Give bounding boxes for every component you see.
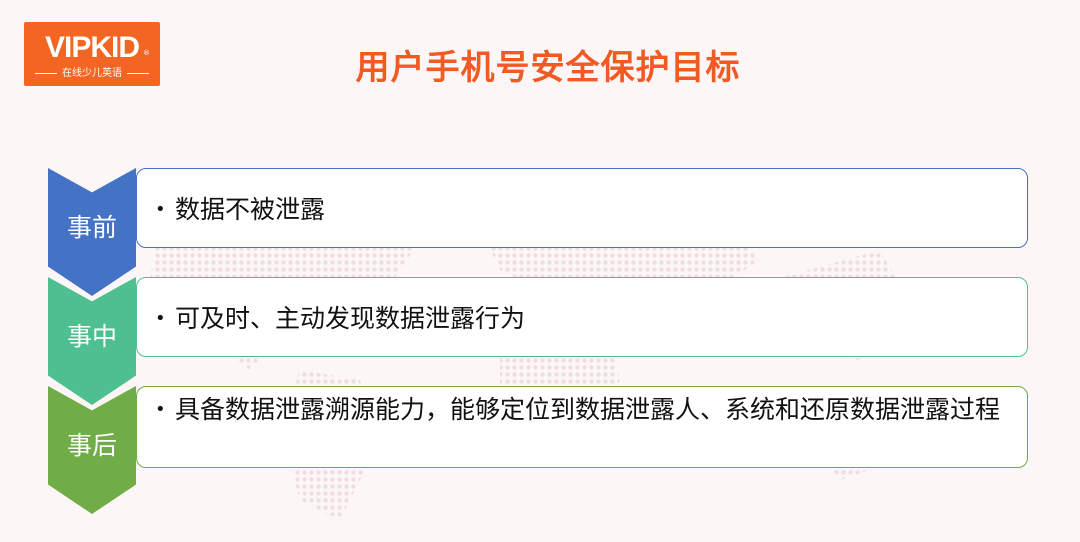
stage-before-text: 数据不被泄露 xyxy=(175,195,326,224)
vipkid-logo: VIPKID ® 在线少儿英语 xyxy=(24,22,160,86)
stage-after-card: • 具备数据泄露溯源能力，能够定位到数据泄露人、系统和还原数据泄露过程 xyxy=(136,386,1028,468)
logo-tagline: 在线少儿英语 xyxy=(24,68,160,80)
stage-during-label: 事中 xyxy=(66,322,117,351)
stage-after-text: 具备数据泄露溯源能力，能够定位到数据泄露人、系统和还原数据泄露过程 xyxy=(175,395,1001,424)
stage-during-card: • 可及时、主动发现数据泄露行为 xyxy=(136,277,1028,357)
bullet-icon: • xyxy=(155,399,166,420)
stage-during-text: 可及时、主动发现数据泄露行为 xyxy=(175,304,526,333)
stage-after-label: 事后 xyxy=(66,431,117,460)
stage-before-card: • 数据不被泄露 xyxy=(136,168,1028,248)
page-title: 用户手机号安全保护目标 xyxy=(355,48,741,88)
stage-before-label: 事前 xyxy=(66,213,117,242)
bullet-icon: • xyxy=(155,308,166,329)
logo-wordmark: VIPKID xyxy=(44,31,140,64)
logo-registered-mark: ® xyxy=(143,49,150,57)
bullet-icon: • xyxy=(155,199,166,220)
